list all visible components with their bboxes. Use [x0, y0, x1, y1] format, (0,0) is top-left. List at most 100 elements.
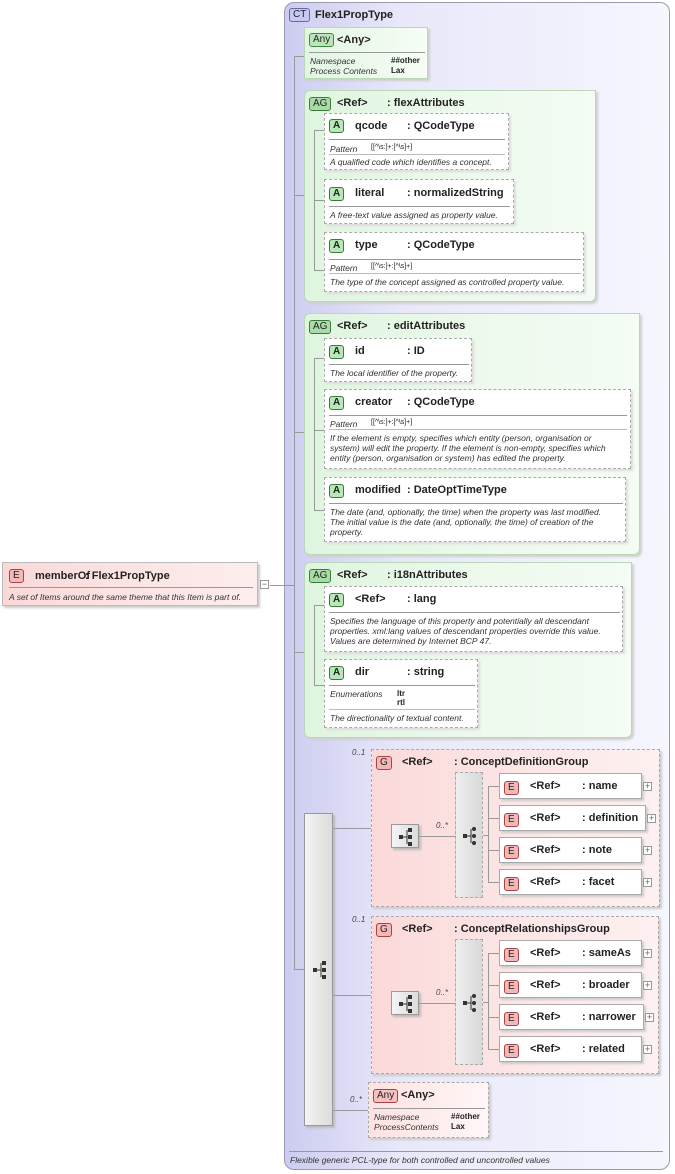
connector [284, 585, 294, 586]
expand-toggle[interactable]: + [643, 948, 652, 958]
element-badge: E [504, 813, 519, 827]
attribute-doc: A qualified code which identifies a conc… [330, 157, 492, 167]
group1-sequence[interactable] [391, 824, 419, 848]
element-badge: E [9, 569, 24, 583]
expand-toggle[interactable]: + [645, 1012, 654, 1022]
collapse-toggle[interactable]: − [260, 579, 269, 589]
expand-toggle[interactable]: + [647, 813, 656, 823]
attribute-dir[interactable]: A dir : string Enumerations ltr rtl The … [324, 659, 478, 728]
connector [314, 430, 324, 431]
element-name[interactable]: E <Ref> : name [499, 773, 642, 799]
sequence-compositor[interactable] [304, 813, 333, 1126]
attribute-doc: The directionality of textual content. [330, 713, 464, 723]
element-badge: E [504, 1044, 519, 1058]
any-namespace-label: Namespace [310, 56, 356, 66]
expand-toggle[interactable]: + [643, 845, 652, 855]
choice-icon [463, 827, 476, 845]
connector [488, 818, 499, 819]
attribute-name: type [355, 239, 378, 251]
separator [373, 1108, 485, 1109]
any-process-label: Process Contents [310, 66, 378, 76]
complex-type-name: Flex1PropType [315, 9, 394, 21]
attribute-type: : string [407, 666, 445, 678]
attribute-badge: A [329, 666, 345, 680]
attribute-doc-line1: If the element is empty, specifies which… [330, 433, 592, 443]
separator [329, 415, 627, 416]
expand-toggle[interactable]: + [643, 980, 652, 990]
element-ref: <Ref> [530, 812, 561, 824]
attribute-doc-line2: The initial value is the date (and, opti… [330, 517, 594, 527]
separator [329, 259, 581, 260]
element-type: : broader [582, 979, 630, 991]
element-type: : definition [582, 812, 639, 824]
separator [329, 364, 469, 365]
attribute-badge: A [329, 119, 345, 133]
connector [488, 1049, 499, 1050]
enum-value-rtl: rtl [397, 698, 405, 707]
any-bottom-box[interactable]: Any <Any> Namespace ##other ProcessConte… [368, 1082, 489, 1138]
connector [488, 786, 499, 787]
attribute-doc-line3: property. [330, 527, 363, 537]
attribute-literal[interactable]: A literal : normalizedString A free-text… [324, 179, 514, 224]
element-narrower[interactable]: E <Ref> : narrower [499, 1004, 644, 1030]
group-badge: G [376, 923, 392, 937]
connector [294, 56, 295, 970]
attribute-name: modified [355, 484, 401, 496]
attribute-doc-line2: properties. xml:lang values of descendan… [330, 626, 601, 636]
attribute-badge: A [329, 345, 345, 359]
attribute-type: : QCodeType [407, 396, 475, 408]
element-facet[interactable]: E <Ref> : facet [499, 869, 642, 895]
i18n-ref: <Ref> [337, 569, 368, 581]
element-sameas[interactable]: E <Ref> : sameAs [499, 940, 642, 966]
connector [314, 270, 324, 271]
group1-choice[interactable] [455, 772, 483, 898]
group2-sequence[interactable] [391, 991, 419, 1015]
connector [333, 995, 391, 996]
group-name: : ConceptRelationshipsGroup [454, 923, 610, 935]
element-type: : narrower [582, 1011, 636, 1023]
any-bottom-occurs: 0..* [350, 1095, 363, 1104]
connector [314, 358, 324, 359]
group2-choice[interactable] [455, 939, 483, 1065]
attribute-doc-line1: Specifies the language of this property … [330, 616, 589, 626]
attribute-lang[interactable]: A <Ref> : lang Specifies the language of… [324, 586, 623, 652]
flex-ref: <Ref> [337, 97, 368, 109]
attribute-qcode[interactable]: A qcode : QCodeType Pattern [[^\s:]+:[^\… [324, 113, 509, 170]
attribute-type-box[interactable]: A type : QCodeType Pattern [[^\s:]+:[^\s… [324, 232, 584, 292]
attribute-doc: The type of the concept assigned as cont… [330, 277, 565, 287]
connector [419, 836, 455, 837]
expand-toggle[interactable]: + [643, 781, 652, 791]
connector [314, 685, 324, 686]
element-broader[interactable]: E <Ref> : broader [499, 972, 642, 998]
connector [314, 605, 315, 685]
element-badge: E [504, 845, 519, 859]
element-ref: <Ref> [530, 979, 561, 991]
separator [329, 273, 581, 274]
attribute-badge: A [329, 396, 345, 410]
attribute-id[interactable]: A id : ID The local identifier of the pr… [324, 338, 472, 382]
expand-toggle[interactable]: + [643, 1044, 652, 1054]
element-related[interactable]: E <Ref> : related [499, 1036, 642, 1062]
element-definition[interactable]: E <Ref> : definition [499, 805, 646, 831]
any-top-box[interactable]: Any <Any> Namespace ##other Process Cont… [304, 27, 428, 79]
element-type: : note [582, 844, 612, 856]
attribute-name: dir [355, 666, 370, 678]
root-element-box[interactable]: E memberOf : Flex1PropType A set of Item… [2, 562, 258, 606]
separator [329, 503, 623, 504]
attribute-modified[interactable]: A modified : DateOptTimeType The date (a… [324, 477, 626, 542]
connector [488, 985, 499, 986]
attribute-type: : DateOptTimeType [407, 484, 507, 496]
connector [483, 1002, 488, 1003]
attribute-creator[interactable]: A creator : QCodeType Pattern [[^\s:]+:[… [324, 389, 631, 469]
connector [314, 200, 324, 201]
expand-toggle[interactable]: + [643, 877, 652, 887]
attribute-doc-line3: Values are determined by Internet BCP 47… [330, 636, 492, 646]
element-badge: E [504, 980, 519, 994]
connector [314, 130, 324, 131]
attribute-doc-line1: The date (and, optionally, the time) whe… [330, 507, 602, 517]
connector [483, 835, 488, 836]
element-note[interactable]: E <Ref> : note [499, 837, 642, 863]
any-process-value: Lax [451, 1122, 465, 1131]
root-element-type: : Flex1PropType [85, 570, 170, 582]
connector [488, 953, 489, 1049]
